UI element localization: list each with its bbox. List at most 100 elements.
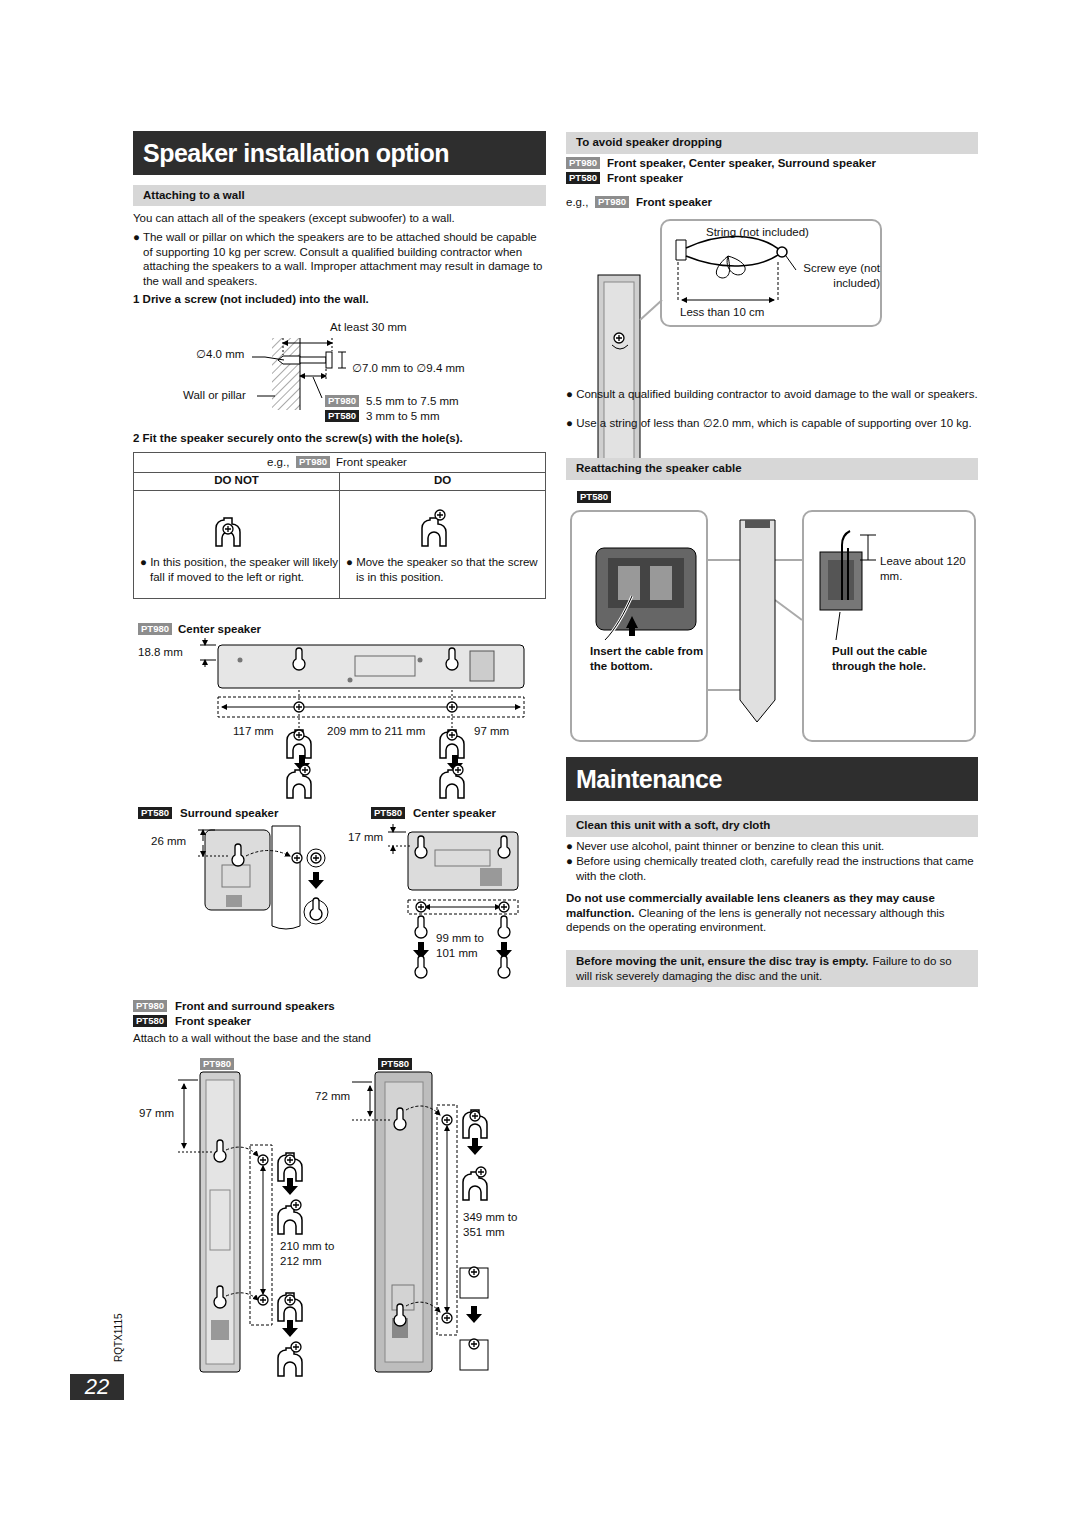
label-text: Less than 10 cm [680,305,800,320]
label-text: 22 [70,1374,124,1400]
label-text: Before moving the unit, ensure the disc … [576,955,868,967]
dimension: 26 mm [151,834,186,849]
part-label: Wall or pillar [183,388,246,403]
heading-text: Front speaker [636,195,712,210]
label-text: PT980 [598,196,626,208]
note-text: ● Before using chemically treated cloth,… [566,854,988,883]
label-text: PT580 [141,807,169,819]
note-text: ● Never use alcohol, paint thinner or be… [566,839,988,854]
label-text: PT580 [381,1058,409,1070]
table-header: DO [339,472,546,491]
heading-text: Front speaker [607,171,683,186]
label-text: PT580 [374,807,402,819]
document-code: RQTX1115 [112,1313,127,1362]
label-text: PT580 [569,172,597,184]
label-text: Clean this unit with a soft, dry cloth [576,818,968,833]
label-text: PT980 [569,157,597,169]
dimension: 117 mm [233,724,274,739]
label-text: PT980 [299,456,327,468]
label-text: ● In this position, the speaker will lik… [140,555,342,584]
dimension: 3 mm to 5 mm [366,409,439,424]
body-text: You can attach all of the speakers (exce… [133,211,546,226]
label-text: PT980 [141,623,169,635]
label-text: String (not included) [706,225,856,240]
model-tag: PT980 [138,623,172,635]
label-text: Speaker installation option [143,131,546,175]
model-tag: PT580 [566,172,600,184]
dimension: 97 mm [474,724,509,739]
dimension: 17 mm [348,830,383,845]
model-tag: PT580 [378,1058,412,1070]
dimension: 349 mm to 351 mm [463,1210,523,1239]
table-cell: ● In this position, the speaker will lik… [133,490,340,599]
dimension: 72 mm [315,1089,350,1104]
figure-heading: Front speaker [175,1014,251,1029]
model-tag: PT580 [133,1015,167,1027]
warning-box: Before moving the unit, ensure the disc … [566,950,978,987]
dimension: 97 mm [139,1106,174,1121]
model-tag: PT580 [325,410,359,422]
label-text: ● Move the speaker so that the screw is … [346,555,548,584]
title-bar: Maintenance [566,757,978,801]
note-text: ● Use a string of less than ∅2.0 mm, whi… [566,416,988,431]
dimension: 5.5 mm to 7.5 mm [366,394,459,409]
dimension: At least 30 mm [330,320,407,335]
callout-box: Leave about 120 mm. Pull out the cable th… [802,510,976,742]
table-cell: ● Move the speaker so that the screw is … [339,490,546,599]
label-text: Pull out the cable through the hole. [832,644,972,673]
heading-text: Front speaker, Center speaker, Surround … [607,156,876,171]
label-text: PT580 [328,410,356,422]
title-bar: Speaker installation option [133,131,546,175]
label-text: PT580 [580,491,608,503]
step-text: 2 Fit the speaker securely onto the scre… [133,431,546,446]
model-tag: PT580 [371,807,405,819]
model-tag: PT980 [566,157,600,169]
label-text: Attaching to a wall [143,188,536,203]
body-text: e.g., [566,195,588,210]
label-text: Insert the cable from the bottom. [590,644,704,673]
label-text: Reattaching the speaker cable [576,461,968,476]
figure-heading: Center speaker [178,622,261,637]
model-tag: PT980 [595,196,629,208]
section-bar: Attaching to a wall [133,185,546,206]
model-tag: PT980 [296,456,330,468]
label-text: DO [340,473,545,488]
model-tag: PT980 [325,395,359,407]
callout-box: String (not included) Screw eye (not incl… [660,219,882,327]
section-bar: Clean this unit with a soft, dry cloth [566,815,978,837]
model-tag: PT980 [133,1000,167,1012]
section-bar: To avoid speaker dropping [566,132,978,154]
figure-heading: Surround speaker [180,806,278,821]
section-bar: Reattaching the speaker cable [566,458,978,480]
figure-heading: Center speaker [413,806,496,821]
dimension: 99 mm to 101 mm [436,931,496,960]
label-text: PT980 [203,1058,231,1070]
label-text: PT980 [136,1000,164,1012]
label-text: Leave about 120 mm. [880,554,972,583]
callout-box: Insert the cable from the bottom. [570,510,708,742]
label-text: Front speaker [336,455,456,470]
model-tag: PT980 [200,1058,234,1070]
label-text: DO NOT [134,473,339,488]
paragraph: Do not use commercially available lens c… [566,891,978,935]
dimension: ∅4.0 mm [196,347,244,362]
dimension: 210 mm to 212 mm [280,1239,340,1268]
model-tag: PT580 [138,807,172,819]
model-tag: PT580 [577,491,611,503]
dimension: ∅7.0 mm to ∅9.4 mm [352,361,465,376]
note-text: ● The wall or pillar on which the speake… [133,230,548,288]
table-header: DO NOT [133,472,340,491]
body-text: Attach to a wall without the base and th… [133,1031,546,1046]
label-text: PT980 [328,395,356,407]
figure-heading: Front and surround speakers [175,999,335,1014]
step-text: 1 Drive a screw (not included) into the … [133,292,546,307]
dimension: 18.8 mm [138,645,183,660]
label-text: Maintenance [576,757,978,801]
note-text: ● Consult a qualified building contracto… [566,387,988,402]
label-text: PT580 [136,1015,164,1027]
dimension: 209 mm to 211 mm [327,724,425,739]
label-text: To avoid speaker dropping [576,135,968,150]
label-text: Screw eye (not included) [796,261,880,290]
page-number: 22 [70,1374,124,1400]
